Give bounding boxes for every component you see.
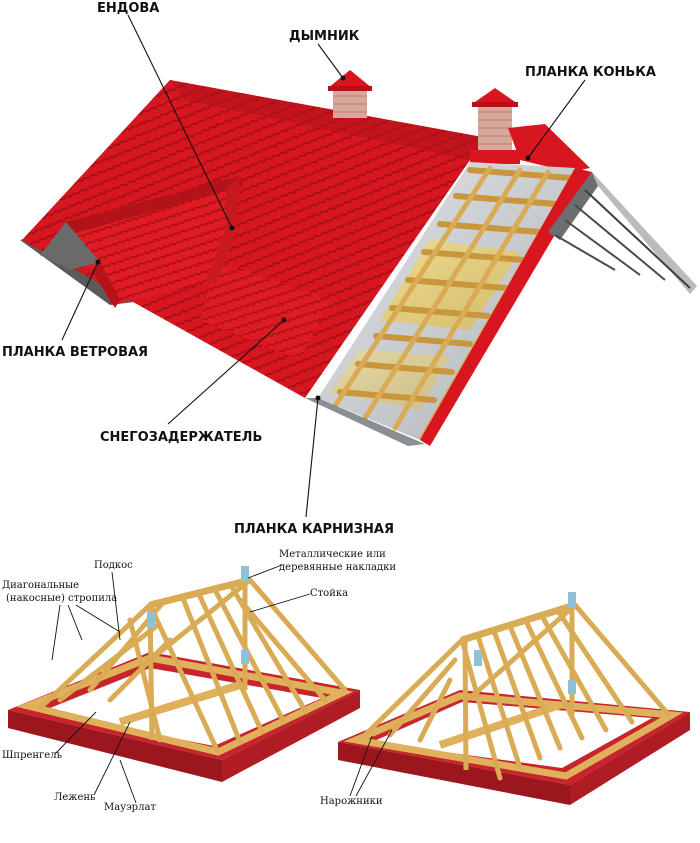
label-plates-1: Металлические или	[279, 549, 386, 560]
roof-illustration	[20, 70, 697, 446]
label-snow-guard: СНЕГОЗАДЕРЖАТЕЛЬ	[100, 430, 262, 445]
label-valley: ЕНДОВА	[97, 1, 159, 16]
eaves-strip	[305, 398, 425, 446]
right-gable	[548, 172, 697, 294]
main-roof-slope	[22, 80, 510, 398]
roof-ridge-shade	[170, 80, 510, 160]
chimney-right	[470, 88, 520, 164]
frame-right	[338, 592, 690, 805]
top-annotations: ЕНДОВА ДЫМНИК ПЛАНКА КОНЬКА ПЛАНКА ВЕТРО…	[2, 1, 656, 537]
label-plates-2: деревянные накладки	[279, 562, 396, 573]
label-diagonal-rafters-2: (накосные) стропила	[6, 593, 117, 604]
frame-annotations: Подкос Диагональные (накосные) стропила …	[2, 549, 396, 813]
label-truss: Шпренгель	[2, 750, 63, 761]
label-eaves-strip: ПЛАНКА КАРНИЗНАЯ	[234, 522, 394, 537]
dormer	[40, 176, 244, 308]
label-diagonal-rafters-1: Диагональные	[2, 580, 79, 591]
chimney-left	[328, 70, 372, 118]
label-sill: Лежень	[54, 792, 96, 803]
label-mauerlat: Мауэрлат	[104, 802, 156, 813]
label-jack-rafters: Нарожники	[320, 796, 383, 807]
label-brace: Подкос	[94, 560, 133, 571]
frame-left	[8, 566, 360, 782]
gable-edge	[420, 168, 592, 446]
ridge-cap	[508, 124, 590, 172]
label-chimney: ДЫМНИК	[289, 29, 360, 44]
label-post: Стойка	[310, 588, 348, 599]
label-ridge-strip: ПЛАНКА КОНЬКА	[525, 65, 656, 80]
label-wind-strip: ПЛАНКА ВЕТРОВАЯ	[2, 345, 148, 360]
snow-guard-zone	[200, 260, 330, 360]
